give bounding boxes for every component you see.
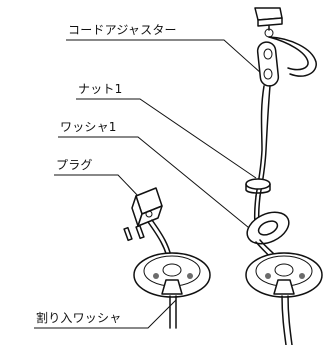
leader-split-washer — [34, 299, 177, 329]
washer — [246, 211, 290, 271]
plug — [123, 187, 163, 242]
split-washer — [133, 252, 211, 329]
label-split-washer: 割り入ワッシャ — [36, 310, 121, 325]
leader-washer — [58, 136, 255, 233]
ceiling-hook — [254, 7, 283, 38]
leader-cord-adjuster — [66, 39, 263, 75]
cord-loop — [268, 36, 317, 77]
label-nut: ナット1 — [78, 82, 122, 96]
nut — [245, 178, 271, 194]
label-washer: ワッシャ1 — [60, 120, 117, 134]
cord-adjuster — [255, 41, 280, 197]
leader-nut — [76, 98, 257, 179]
leader-plug — [54, 174, 141, 199]
canopy-right — [245, 252, 323, 345]
label-cord-adjuster: コードアジャスター — [68, 23, 177, 37]
label-plug: プラグ — [56, 158, 93, 172]
